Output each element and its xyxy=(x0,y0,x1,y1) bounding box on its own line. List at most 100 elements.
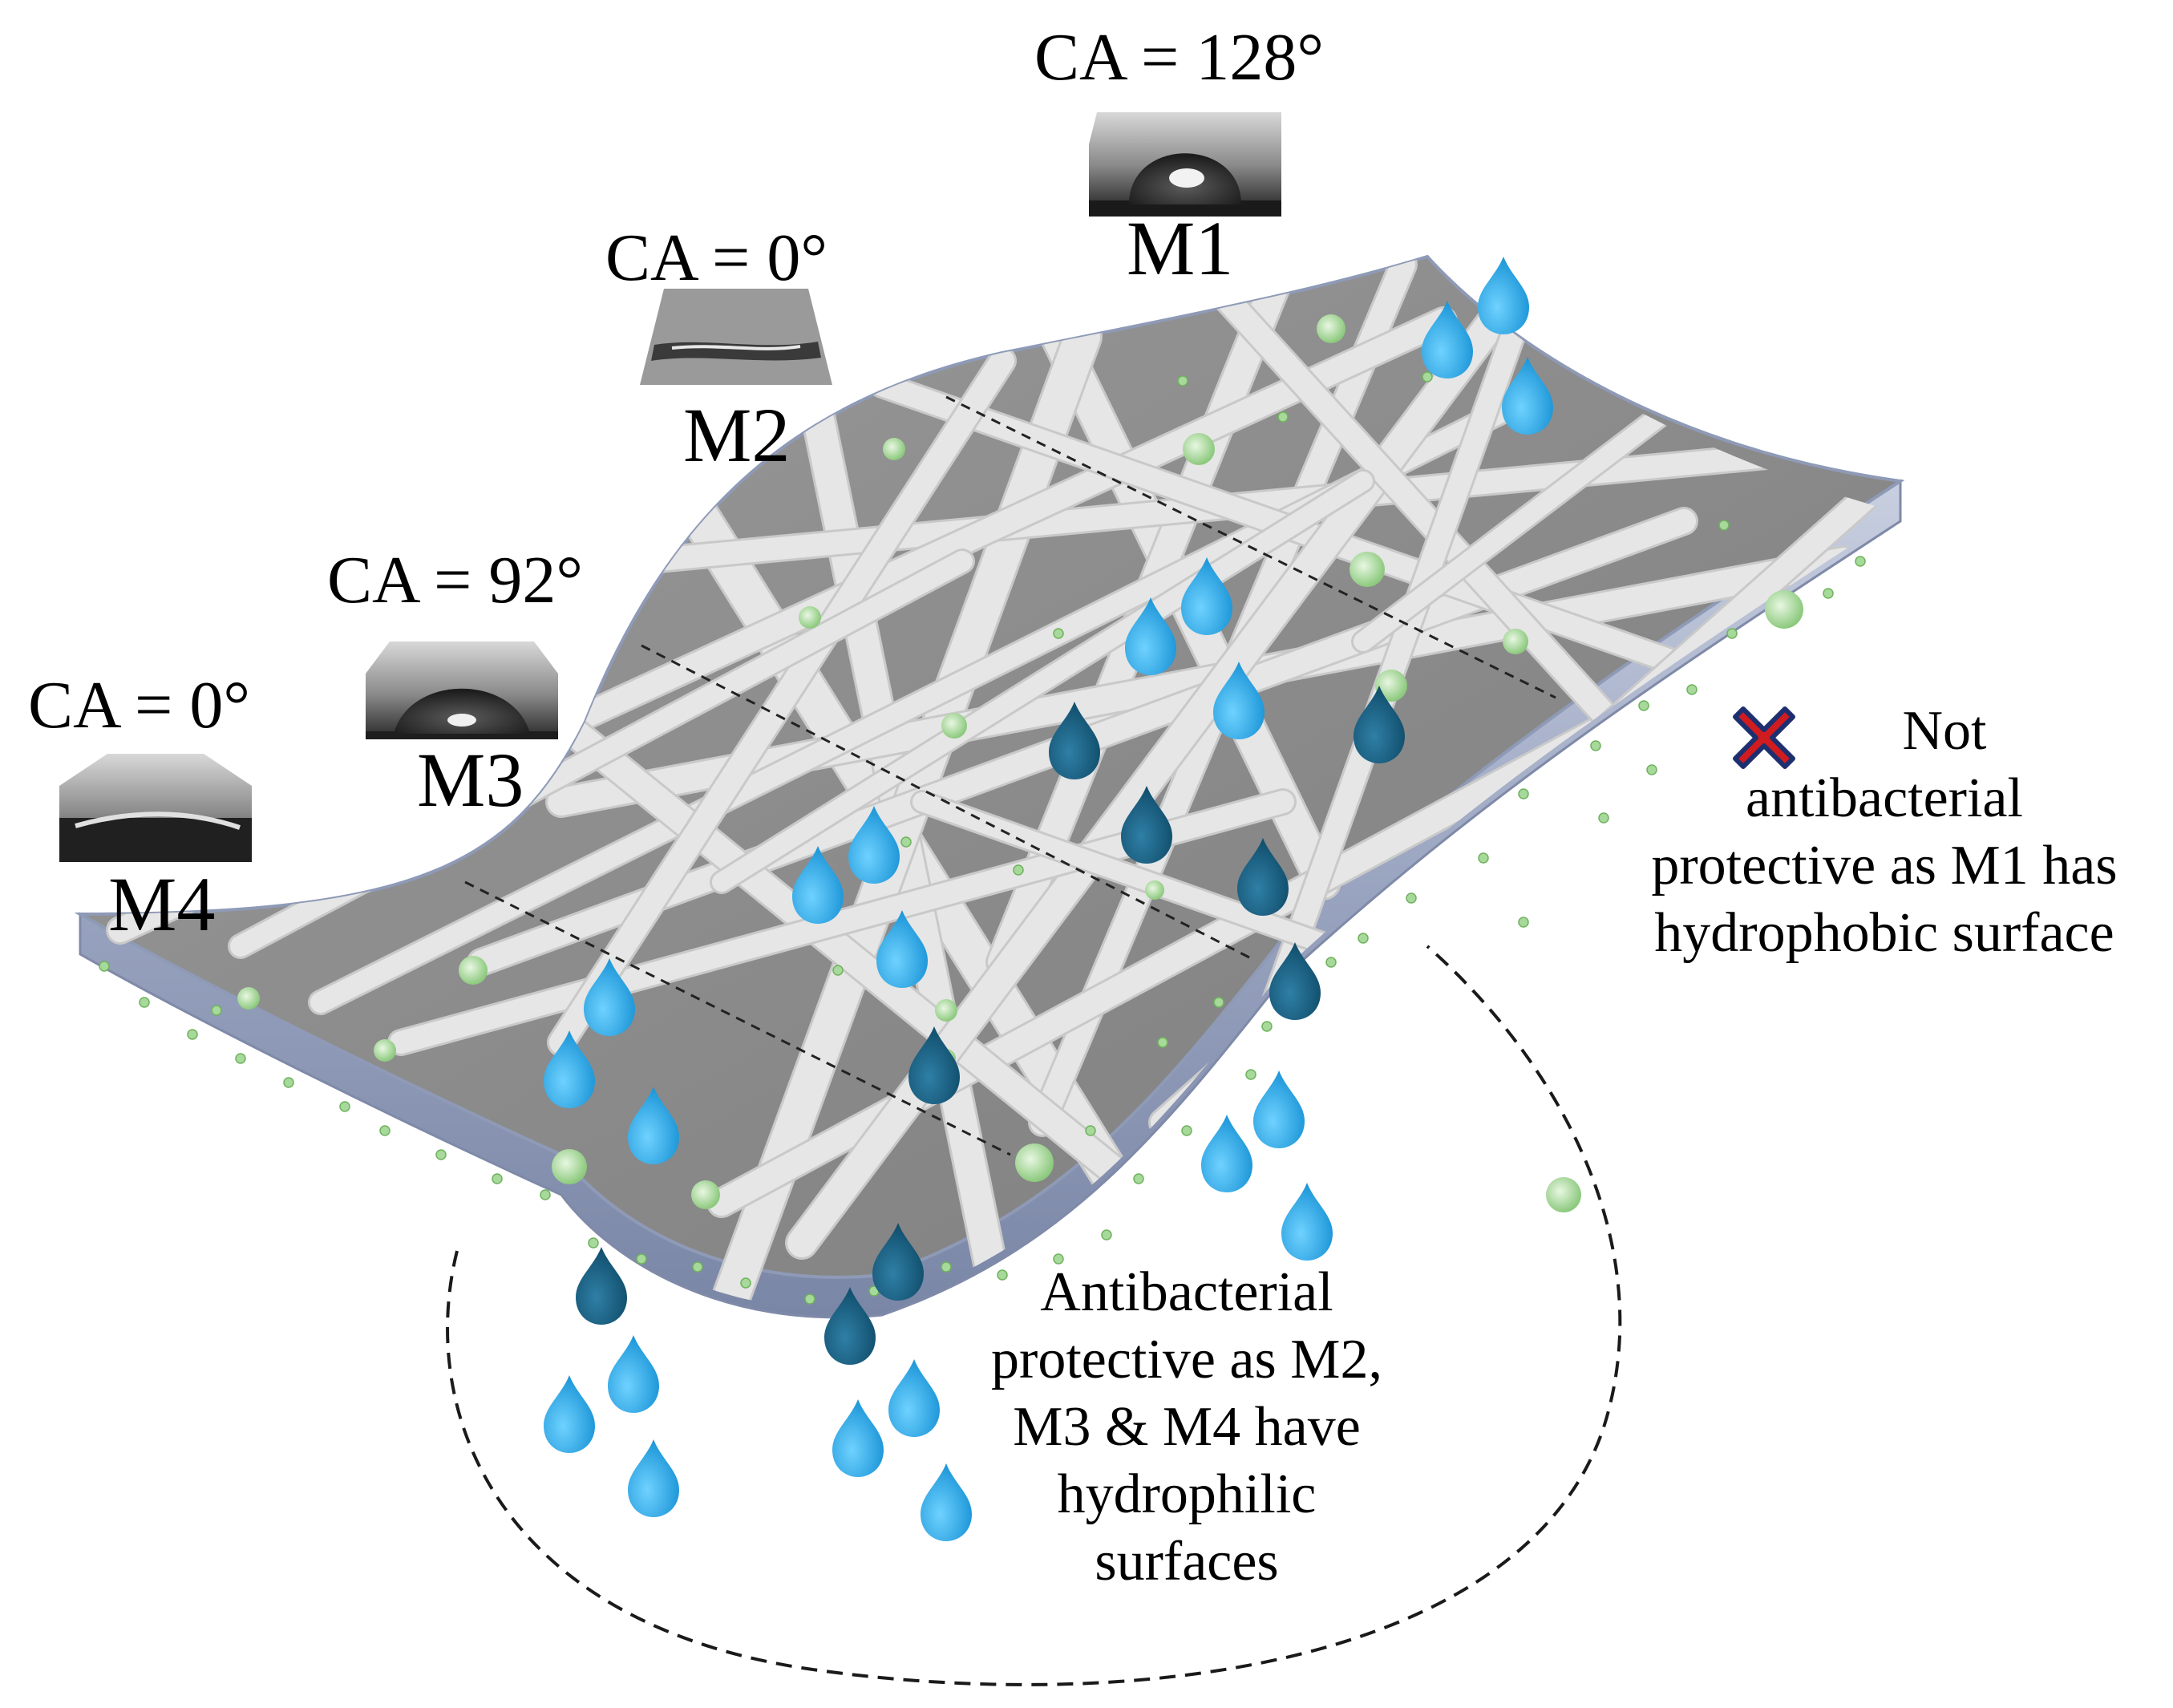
bacterium-small xyxy=(636,1253,647,1265)
bacteria-particles xyxy=(99,314,1866,1305)
water-drop xyxy=(1125,597,1176,675)
note-bottom-line: M3 & M4 have xyxy=(1013,1396,1361,1458)
absorbed-water-drop xyxy=(576,1247,627,1325)
bacterium-small xyxy=(900,836,912,848)
bacterium-small xyxy=(339,1101,350,1112)
bacterium xyxy=(1503,629,1528,654)
water-drop xyxy=(544,1375,595,1453)
water-drop xyxy=(848,806,900,884)
note-bottom-line: protective as M2, xyxy=(991,1329,1382,1390)
fiber xyxy=(548,708,1216,1257)
water-drop xyxy=(1478,257,1529,334)
bacterium-small xyxy=(1598,812,1609,824)
water-drop xyxy=(1502,357,1553,435)
bacterium xyxy=(374,1039,396,1062)
note-right-line: antibacterial xyxy=(1746,767,2023,829)
bacterium xyxy=(1015,1143,1054,1182)
bacterium-small xyxy=(435,1149,447,1160)
bacterium xyxy=(1546,1177,1581,1212)
m4-droplet-photo xyxy=(59,754,252,862)
bacterium xyxy=(883,438,905,460)
m2-droplet-photo xyxy=(640,289,832,385)
bacterium xyxy=(459,956,488,985)
bacterium-small xyxy=(187,1029,198,1040)
bacterium-small xyxy=(1406,892,1417,904)
bacterium-small xyxy=(1053,1253,1064,1265)
dashed-ellipse xyxy=(446,945,1622,1686)
m1-label: M1 xyxy=(1127,205,1234,291)
water-drop xyxy=(1181,557,1232,635)
m3-droplet-photo xyxy=(366,642,558,739)
water-drop xyxy=(628,1439,679,1517)
bacterium-small xyxy=(1277,411,1289,423)
bacterium-small xyxy=(1718,520,1730,531)
bacterium-small xyxy=(941,1261,952,1273)
m2-label: M2 xyxy=(683,392,791,478)
bacterium xyxy=(1145,880,1164,900)
m3-contact-angle: CA = 92° xyxy=(327,543,584,617)
bacterium-small xyxy=(1245,1069,1256,1080)
bacterium-small xyxy=(1518,917,1529,928)
water-droplets xyxy=(544,257,1553,1541)
bacterium-small xyxy=(1726,628,1738,639)
bacterium-small xyxy=(1085,1125,1096,1136)
m3-label: M3 xyxy=(417,737,524,823)
water-drop xyxy=(1213,662,1265,739)
bacterium-small xyxy=(588,1237,599,1249)
bacterium-small xyxy=(1101,1229,1112,1241)
water-drop xyxy=(832,1399,884,1477)
bacterium-small xyxy=(1261,1021,1273,1032)
note-right-line: protective as M1 has xyxy=(1651,835,2118,896)
m1-contact-angle: CA = 128° xyxy=(1034,20,1325,95)
water-drop xyxy=(792,846,844,924)
bacterium-small xyxy=(235,1053,246,1064)
bacterium-small xyxy=(211,1005,222,1016)
bacterium-small xyxy=(1478,852,1489,864)
absorbed-water-drop xyxy=(1237,838,1289,916)
m4-contact-angle: CA = 0° xyxy=(28,668,251,743)
water-drop xyxy=(1201,1115,1252,1192)
water-drop xyxy=(1253,1071,1305,1148)
bacterium-small xyxy=(1518,788,1529,799)
bacterium-small xyxy=(379,1125,390,1136)
bacterium xyxy=(941,713,967,739)
bacterium-small xyxy=(1686,684,1698,695)
bacterium-small xyxy=(1590,740,1601,751)
bacterium-small xyxy=(1157,1037,1168,1048)
bacterium-small xyxy=(99,961,110,972)
cross-icon xyxy=(1733,706,1795,769)
section-dividers xyxy=(464,395,1556,1156)
water-drop xyxy=(584,958,635,1036)
bacterium-small xyxy=(1181,1125,1192,1136)
water-drop xyxy=(876,910,928,988)
bacterium xyxy=(1317,314,1345,343)
m4-label: M4 xyxy=(108,861,216,947)
note-right-line: hydrophobic surface xyxy=(1654,902,2114,964)
fiber xyxy=(549,349,1014,1054)
bacterium-small xyxy=(1133,1173,1144,1184)
bacterium xyxy=(691,1180,720,1209)
bacterium xyxy=(1375,670,1407,702)
bacterium xyxy=(1350,552,1385,587)
absorbed-water-drop xyxy=(824,1287,876,1365)
note-bottom-line: surfaces xyxy=(1095,1531,1279,1593)
absorbed-water-drop xyxy=(1121,786,1172,864)
absorbed-water-drop xyxy=(1049,702,1100,779)
bacterium xyxy=(552,1149,587,1184)
bacterium-small xyxy=(1358,933,1369,944)
bacterium-small xyxy=(1638,700,1649,711)
bacterium xyxy=(237,987,260,1010)
water-drop xyxy=(888,1359,940,1437)
water-drop xyxy=(608,1335,659,1413)
bacterium xyxy=(1183,433,1215,465)
bacterium-small xyxy=(1422,371,1433,382)
bacterium-small xyxy=(1855,556,1866,567)
bacterium-small xyxy=(692,1261,703,1273)
bacterium-small xyxy=(283,1077,294,1088)
bacterium xyxy=(799,606,821,629)
bacterium-small xyxy=(1177,375,1188,387)
water-drop xyxy=(628,1087,679,1164)
bacterium-small xyxy=(540,1189,551,1200)
bacterium-small xyxy=(740,1277,751,1289)
